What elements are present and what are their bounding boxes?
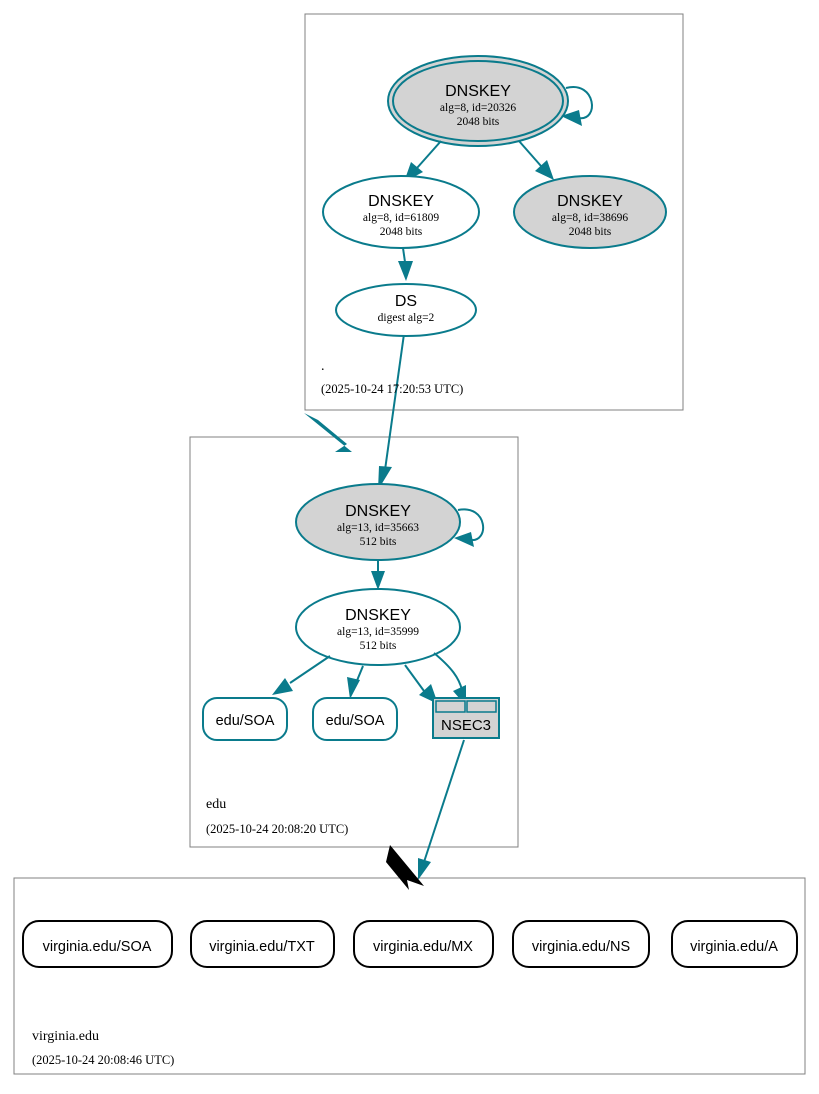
- node-label: virginia.edu/NS: [532, 939, 630, 955]
- node-dnskey-root-zsk-61809[interactable]: DNSKEY alg=8, id=61809 2048 bits: [322, 175, 480, 249]
- node-label: virginia.edu/SOA: [43, 939, 152, 955]
- node-detail-bits: 2048 bits: [569, 226, 612, 238]
- node-shape: [190, 920, 335, 968]
- node-shape: [295, 588, 461, 666]
- node-title: DNSKEY: [557, 193, 623, 210]
- node-detail-bits: 2048 bits: [380, 226, 423, 238]
- node-title: DNSKEY: [445, 83, 511, 100]
- node-title: DNSKEY: [368, 193, 434, 210]
- edge-self-sign-root-ksk: [561, 86, 593, 126]
- edge-root-zsk-61809-to-ds: [398, 247, 413, 281]
- node-title: DNSKEY: [345, 503, 411, 520]
- node-shape: [22, 920, 173, 968]
- node-dnskey-root-zsk-38696[interactable]: DNSKEY alg=8, id=38696 2048 bits: [513, 175, 667, 249]
- node-detail-digest: digest alg=2: [378, 312, 435, 324]
- edge-edu-ksk-to-zsk: [371, 560, 385, 590]
- zone-timestamp-virginia-edu: (2025-10-24 20:08:46 UTC): [32, 1053, 174, 1067]
- node-title: DS: [395, 293, 417, 310]
- node-shape: [322, 175, 480, 249]
- node-shape: [353, 920, 494, 968]
- node-shape-inner: [392, 60, 564, 142]
- node-label: virginia.edu/MX: [373, 939, 473, 955]
- edge-edu-zsk-to-soa-2: [347, 665, 364, 699]
- node-title: DNSKEY: [345, 607, 411, 624]
- nsec3-status-cell-right: [466, 700, 497, 713]
- node-dnskey-root-ksk-20326[interactable]: DNSKEY alg=8, id=20326 2048 bits: [387, 55, 569, 147]
- edge-zone-delegation-edu-to-virginia-edu: [386, 845, 424, 890]
- node-dnskey-edu-ksk-35663[interactable]: DNSKEY alg=13, id=35663 512 bits: [295, 483, 461, 561]
- node-detail-alg-id: alg=8, id=61809: [363, 212, 439, 224]
- nsec3-label-cell: [436, 714, 496, 735]
- edge-self-sign-edu-ksk: [454, 508, 485, 547]
- node-shape: [513, 175, 667, 249]
- zone-timestamp-root: (2025-10-24 17:20:53 UTC): [321, 382, 463, 396]
- node-rrset-virginia-edu-mx[interactable]: virginia.edu/MX: [353, 920, 494, 968]
- node-shape: [671, 920, 798, 968]
- zone-label-edu: edu: [206, 797, 226, 812]
- node-ds-root[interactable]: DS digest alg=2: [335, 283, 477, 337]
- node-detail-alg-id: alg=13, id=35999: [337, 626, 419, 638]
- node-shape: [312, 697, 398, 741]
- node-dnskey-edu-zsk-35999[interactable]: DNSKEY alg=13, id=35999 512 bits: [295, 588, 461, 666]
- node-detail-alg-id: alg=8, id=20326: [440, 102, 516, 114]
- node-shape: [202, 697, 288, 741]
- node-detail-bits: 512 bits: [360, 640, 397, 652]
- node-label: virginia.edu/A: [690, 939, 778, 955]
- nsec3-status-cell-left: [435, 700, 466, 713]
- zone-box-virginia-edu: [13, 877, 806, 1075]
- node-detail-bits: 512 bits: [360, 536, 397, 548]
- node-detail-alg-id: alg=8, id=38696: [552, 212, 628, 224]
- node-rrset-virginia-edu-a[interactable]: virginia.edu/A: [671, 920, 798, 968]
- node-shape: [512, 920, 650, 968]
- edge-root-ds-to-edu-ksk: [378, 333, 405, 490]
- node-label: NSEC3: [441, 717, 491, 734]
- zone-label-root: .: [321, 359, 325, 374]
- edge-nsec3-to-virginia-edu: [418, 739, 465, 880]
- zone-box-edu: [189, 436, 519, 848]
- node-detail-bits: 2048 bits: [457, 116, 500, 128]
- node-rrset-edu-soa-2[interactable]: edu/SOA: [312, 697, 398, 741]
- node-label: virginia.edu/TXT: [209, 939, 315, 955]
- node-shape: [335, 283, 477, 337]
- edge-edu-zsk-to-soa-1: [272, 655, 331, 695]
- zone-box-root: [304, 13, 684, 411]
- edge-root-ksk-to-zsk-38696: [518, 140, 554, 180]
- zone-timestamp-edu: (2025-10-24 20:08:20 UTC): [206, 822, 348, 836]
- zone-label-virginia-edu: virginia.edu: [32, 1029, 99, 1044]
- node-label: edu/SOA: [326, 713, 385, 729]
- node-rrset-edu-soa-1[interactable]: edu/SOA: [202, 697, 288, 741]
- node-rrset-virginia-edu-ns[interactable]: virginia.edu/NS: [512, 920, 650, 968]
- node-rrset-virginia-edu-txt[interactable]: virginia.edu/TXT: [190, 920, 335, 968]
- node-label: edu/SOA: [216, 713, 275, 729]
- node-rrset-virginia-edu-soa[interactable]: virginia.edu/SOA: [22, 920, 173, 968]
- edge-zone-delegation-root-to-edu: [304, 413, 352, 452]
- node-detail-alg-id: alg=13, id=35663: [337, 522, 419, 534]
- node-nsec3-edu[interactable]: NSEC3: [432, 697, 500, 739]
